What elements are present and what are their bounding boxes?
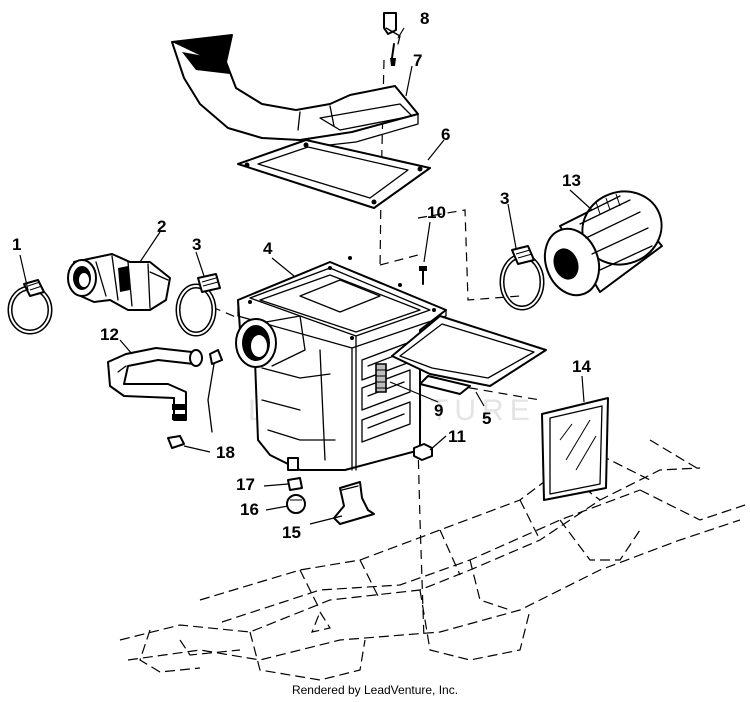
callout-labels: 1 2 3 3 4 5 6 7 8 9 10 11 12 13 14 15 16…: [12, 9, 591, 542]
leader-lines: [19, 27, 593, 525]
drain-plug: [286, 494, 306, 514]
tag-part: [383, 12, 401, 66]
hose-clip: [167, 349, 223, 449]
callout-16: 16: [240, 500, 259, 519]
callout-12: 12: [100, 325, 119, 344]
callout-5: 5: [482, 409, 491, 428]
callout-15: 15: [282, 523, 301, 542]
callout-1: 1: [12, 235, 21, 254]
housing-inlet: [235, 315, 306, 368]
hose-clamp-left: [7, 279, 53, 335]
frame-outline: [119, 439, 746, 681]
callout-14: 14: [572, 357, 591, 376]
bolt: [413, 443, 433, 461]
callout-10: 10: [427, 203, 446, 222]
rubber-boot: [67, 253, 171, 311]
callout-13: 13: [562, 171, 581, 190]
cover-plate: [541, 397, 609, 501]
breather-hose: [107, 347, 203, 421]
callout-17: 17: [236, 475, 255, 494]
drain-stub: [287, 457, 299, 471]
mounting-bracket: [333, 481, 375, 525]
callout-18: 18: [216, 443, 235, 462]
air-filter: [543, 190, 663, 297]
airbox-housing: [237, 256, 447, 471]
callout-7: 7: [413, 51, 422, 70]
screw-small: [419, 266, 427, 285]
hose-clamp-middle: [175, 273, 221, 337]
filter-element: [375, 363, 387, 393]
callout-9: 9: [434, 401, 443, 420]
hose-clamp-right: [499, 245, 545, 311]
intake-duct: [171, 34, 419, 149]
callout-3b: 3: [500, 189, 509, 208]
callout-4: 4: [263, 239, 273, 258]
callout-6: 6: [441, 125, 450, 144]
access-panel: [391, 315, 547, 395]
callout-2: 2: [157, 217, 166, 236]
gasket: [237, 139, 431, 209]
footer-credit: Rendered by LeadVenture, Inc.: [291, 683, 459, 697]
drain-clamp: [287, 477, 303, 491]
callout-3a: 3: [192, 235, 201, 254]
callout-8: 8: [420, 9, 429, 28]
callout-11: 11: [448, 427, 466, 446]
